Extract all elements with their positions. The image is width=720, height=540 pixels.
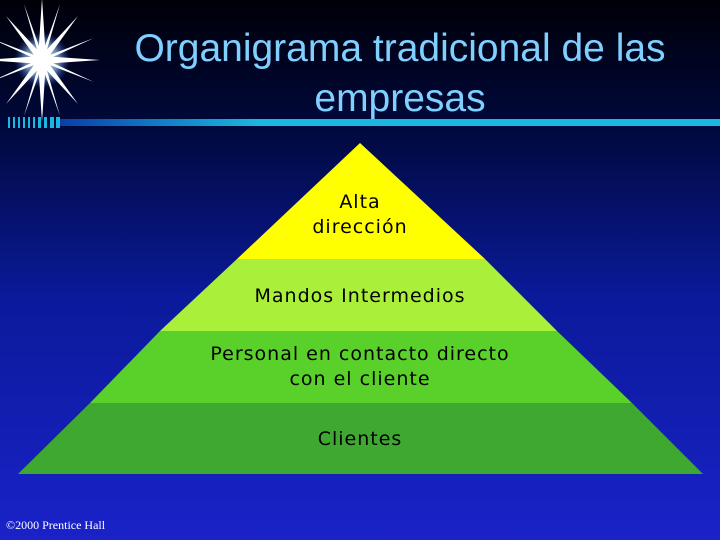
level-label-line: dirección [312,216,408,238]
pyramid-level-alta [237,143,485,259]
level-label-line: Alta [339,191,381,213]
level-label-line: con el cliente [289,368,431,390]
starburst-icon [0,0,100,122]
level-label-mandos-intermedios: Mandos Intermedios [200,284,520,309]
level-label-line: Clientes [317,428,403,450]
header-decoration [0,0,720,128]
title-line-1: Organigrama tradicional de las [134,27,666,70]
level-label-alta-direccion: Alta dirección [260,190,460,240]
level-label-clientes: Clientes [200,427,520,452]
level-label-line: Mandos Intermedios [254,285,466,307]
pyramid-level-clientes [18,403,703,474]
pyramid-level-personal [90,331,632,403]
copyright-notice: ©2000 Prentice Hall [6,518,106,532]
slide-title: Organigrama tradicional de las empresas [92,24,708,124]
title-line-2: empresas [314,77,486,120]
pyramid-level-mandos [160,259,557,331]
level-label-personal-contacto: Personal en contacto directo con el clie… [150,342,570,392]
horizontal-rule [8,117,720,128]
level-label-line: Personal en contacto directo [210,343,510,365]
